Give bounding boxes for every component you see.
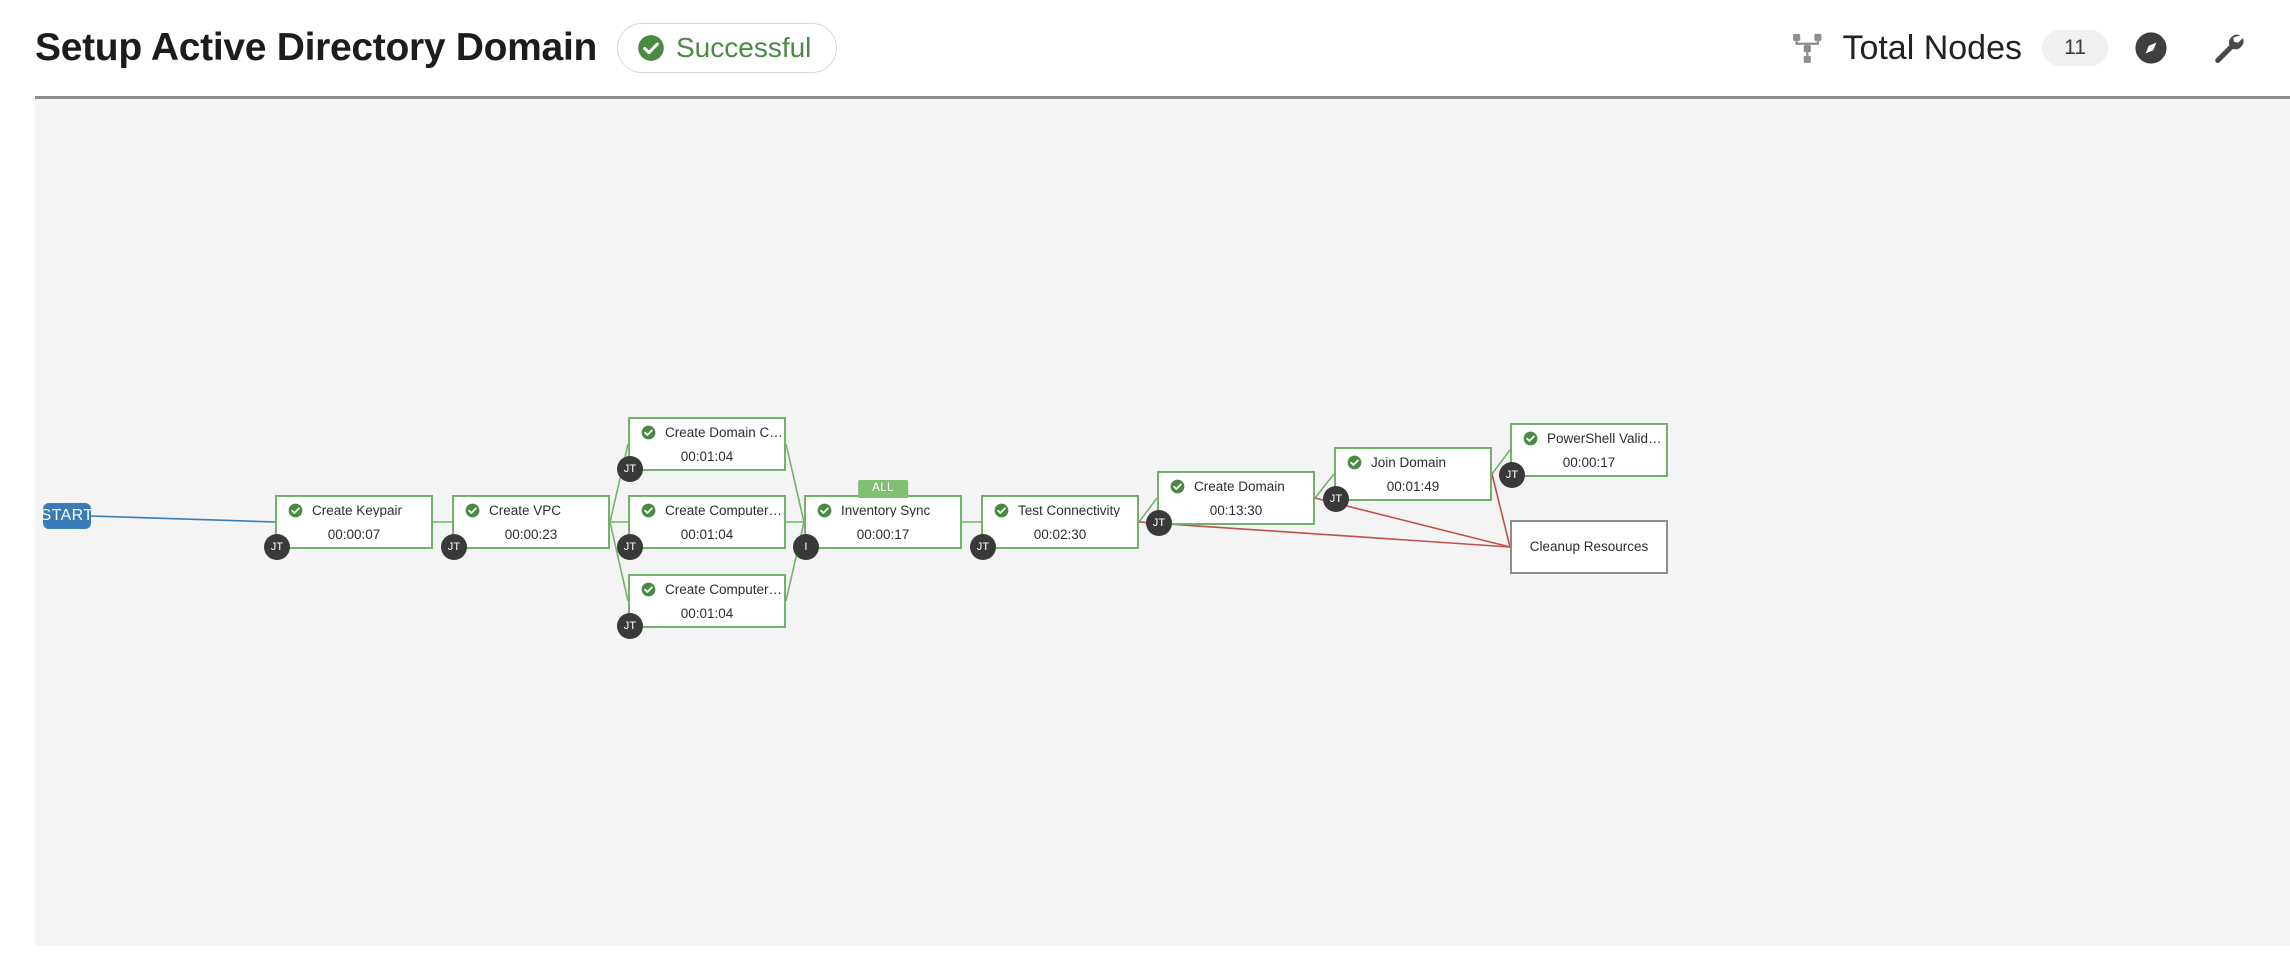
node-elapsed-time: 00:01:04	[680, 605, 734, 621]
check-circle-icon	[1523, 431, 1538, 446]
node-elapsed-time: 00:01:04	[680, 526, 734, 542]
check-circle-icon	[465, 503, 480, 518]
node-type-badge: JT	[1146, 510, 1172, 536]
edge-start-to-create-keypair	[90, 515, 276, 523]
check-circle-icon	[817, 503, 832, 518]
total-nodes-count-badge: 11	[2042, 29, 2108, 66]
node-title-row: Create VPC	[454, 503, 608, 518]
wrench-icon[interactable]	[2210, 30, 2246, 66]
node-elapsed-time: 00:02:30	[1033, 526, 1087, 542]
node-title: Inventory Sync	[841, 503, 931, 517]
node-title-row: PowerShell Validation	[1512, 431, 1666, 446]
node-title-row: Create Computer (1)	[630, 503, 784, 518]
node-elapsed-time: 00:01:49	[1386, 478, 1440, 494]
node-title: Create Computer (2)	[665, 582, 784, 596]
workflow-node-cleanup-resources[interactable]: Cleanup Resources	[1510, 520, 1668, 574]
check-circle-icon	[288, 503, 303, 518]
node-type-badge: JT	[264, 534, 290, 560]
node-type-badge: JT	[617, 456, 643, 482]
node-elapsed-time: 00:13:30	[1209, 502, 1263, 518]
page-header: Setup Active Directory Domain Successful…	[0, 0, 2290, 95]
sitemap-icon[interactable]	[1791, 31, 1825, 65]
node-title: Cleanup Resources	[1529, 540, 1649, 554]
check-circle-icon	[641, 582, 656, 597]
node-title: PowerShell Validation	[1547, 431, 1666, 445]
check-circle-icon	[638, 34, 664, 61]
start-node-label: START	[40, 507, 94, 524]
total-nodes-label: Total Nodes	[1842, 28, 2022, 67]
edge-create-domain-controller-to-inventory-sync	[785, 443, 805, 523]
check-circle-icon	[1347, 455, 1362, 470]
node-elapsed-time: 00:00:17	[856, 526, 910, 542]
node-title: Create Domain Contr...	[665, 425, 784, 439]
node-type-badge: JT	[970, 534, 996, 560]
node-elapsed-time: 00:00:07	[327, 526, 381, 542]
node-title-row: Create Keypair	[277, 503, 431, 518]
node-title: Create Domain	[1194, 479, 1285, 493]
check-circle-icon	[641, 425, 656, 440]
status-badge: Successful	[617, 22, 838, 73]
node-elapsed-time: 00:00:17	[1562, 454, 1616, 470]
node-title-row: Inventory Sync	[806, 503, 960, 518]
node-title-row: Create Domain	[1159, 479, 1313, 494]
check-circle-icon	[1170, 479, 1185, 494]
node-elapsed-time: 00:00:23	[504, 526, 558, 542]
node-title: Test Connectivity	[1018, 503, 1121, 517]
status-badge-label: Successful	[676, 31, 812, 63]
node-title: Create Computer (1)	[665, 503, 784, 517]
node-type-badge: JT	[617, 534, 643, 560]
node-title: Create Keypair	[312, 503, 403, 517]
node-elapsed-time: 00:01:04	[680, 448, 734, 464]
node-title: Join Domain	[1371, 455, 1447, 469]
node-title-row: Create Domain Contr...	[630, 425, 784, 440]
check-circle-icon	[641, 503, 656, 518]
node-scope-tab: ALL	[858, 480, 908, 498]
edge-test-connectivity-to-cleanup-resources	[1138, 521, 1511, 548]
check-circle-icon	[994, 503, 1009, 518]
start-node[interactable]: START	[40, 503, 94, 529]
node-title-row: Create Computer (2)	[630, 582, 784, 597]
header-right-group: Total Nodes 11	[1791, 28, 2246, 67]
page-title: Setup Active Directory Domain	[35, 26, 597, 69]
node-title: Create VPC	[489, 503, 562, 517]
node-title-row: Join Domain	[1336, 455, 1490, 470]
node-title-row: Test Connectivity	[983, 503, 1137, 518]
node-type-badge: I	[793, 534, 819, 560]
compass-icon[interactable]	[2134, 31, 2168, 65]
node-type-badge: JT	[441, 534, 467, 560]
node-type-badge: JT	[1499, 462, 1525, 488]
node-type-badge: JT	[1323, 486, 1349, 512]
node-type-badge: JT	[617, 613, 643, 639]
